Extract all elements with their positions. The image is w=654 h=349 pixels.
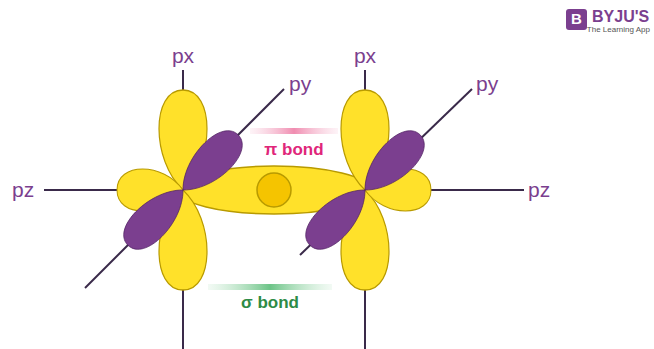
orbital-label: px [172, 44, 194, 67]
orbital-label: py [289, 72, 311, 95]
brand-tagline: The Learning App [587, 26, 650, 35]
yellow-lobes [117, 90, 431, 290]
logo-mark: B [566, 9, 587, 30]
sigma-bond-line [208, 284, 332, 290]
purple-lobes [115, 122, 433, 258]
axis-lines [44, 70, 524, 349]
orbital-label: px [354, 44, 376, 67]
pi-bond-line [250, 128, 338, 134]
bond-label: σ bond [241, 294, 299, 313]
overlap-core [257, 173, 291, 207]
orbital-label: py [476, 72, 498, 95]
orbital-label: pz [12, 178, 34, 201]
orbital-label: pz [528, 178, 550, 201]
brand-name: BYJU'S [592, 8, 649, 26]
bond-label: π bond [264, 141, 323, 160]
